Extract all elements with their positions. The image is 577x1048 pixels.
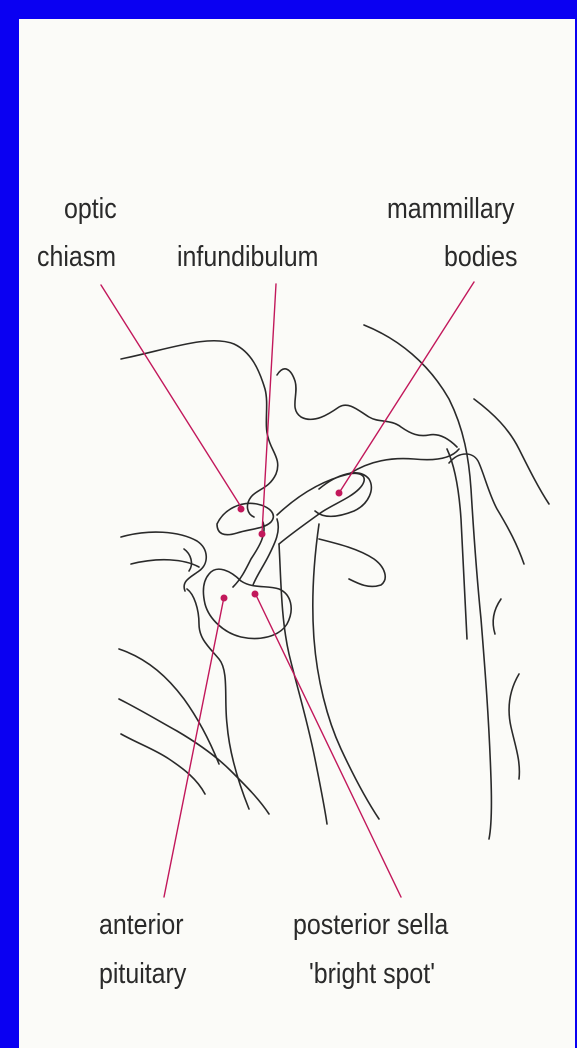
anterior-clinoid-contour	[121, 532, 206, 591]
pointer-mammillary	[339, 282, 474, 493]
dot-optic-chiasm	[238, 506, 245, 513]
pointer-infundibulum	[262, 284, 276, 533]
mammillary-outline	[315, 473, 371, 516]
optic-chiasm-outline	[217, 503, 273, 534]
diagram-panel: optic chiasm infundibulum mammillary bod…	[19, 19, 575, 1048]
brain-contour-upper	[277, 369, 457, 447]
clivus-contour	[313, 524, 379, 819]
planum-contour	[131, 560, 199, 567]
anatomy-drawing	[19, 19, 575, 1048]
sphenoid-sinus-contour-3	[121, 734, 205, 794]
dot-anterior-pituitary	[221, 595, 228, 602]
brain-contour-frontal	[121, 341, 278, 517]
dorsum-sellae	[319, 539, 385, 586]
sella-floor-left	[187, 589, 249, 809]
cerebellum-contour-small	[493, 599, 501, 634]
pointer-posterior-sella	[255, 593, 401, 897]
dot-mammillary	[336, 490, 343, 497]
cerebellum-contour-lower	[509, 674, 519, 779]
clinoid-small-curl	[184, 549, 191, 571]
hypothalamus-floor	[277, 473, 364, 544]
dot-infundibulum	[259, 531, 266, 538]
pituitary-outline	[203, 569, 291, 638]
pointer-anterior-pituitary	[164, 597, 224, 897]
dot-posterior-sella	[252, 591, 259, 598]
brainstem-contour-inner	[447, 449, 467, 639]
pointer-optic-chiasm	[101, 285, 243, 510]
cerebellum-contour-upper	[474, 399, 549, 504]
sphenoid-sinus-contour-2	[119, 699, 269, 814]
